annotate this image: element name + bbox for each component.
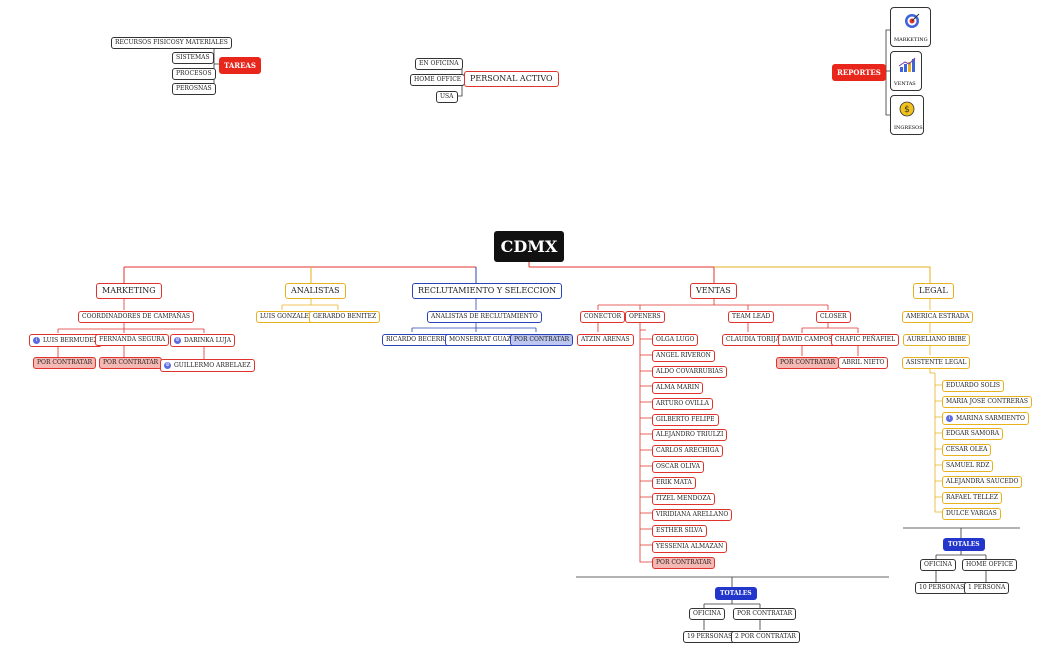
person-node[interactable]: CLAUDIA TORIJA (722, 334, 784, 346)
reportes-tag[interactable]: REPORTES (832, 64, 886, 81)
opener-person-node[interactable]: ARTURO OVILLA (652, 397, 713, 410)
por-contratar-node[interactable]: POR CONTRATAR (510, 334, 574, 346)
tareas-tag[interactable]: TAREAS (219, 57, 261, 74)
marketing-node[interactable]: MARKETING (96, 283, 162, 299)
por-contratar-node[interactable]: POR CONTRATAR (776, 357, 840, 369)
totales-value[interactable]: 10 PERSONAS (915, 582, 969, 594)
legal-person-node[interactable]: CESAR OLEA (942, 444, 992, 456)
totales-item[interactable]: POR CONTRATAR (733, 608, 797, 620)
tareas-item[interactable]: PROCESOS (172, 68, 216, 80)
person-node[interactable]: CHAFIC PEÑAFIEL (831, 334, 900, 346)
totales-item[interactable]: OFICINA (689, 608, 725, 620)
person-icon: i (946, 415, 953, 422)
gear-icon: ⚙ (164, 362, 171, 369)
totales-legal-tag[interactable]: TOTALES (943, 538, 985, 551)
por-contratar-node[interactable]: POR CONTRATAR (33, 357, 97, 369)
tareas-item[interactable]: RECURSOS FISICOSY MATERIALES (111, 37, 232, 49)
openers-node[interactable]: OPENERS (625, 311, 665, 323)
totales-item[interactable]: OFICINA (920, 559, 956, 571)
report-card-marketing[interactable]: MARKETING (890, 7, 931, 47)
person-node[interactable]: RICARDO BECERRA (382, 334, 454, 346)
person-node[interactable]: LUIS GONZALEZ (256, 311, 318, 323)
person-node[interactable]: ⚙GUILLERMO ARBELAEZ (160, 359, 255, 372)
totales-ventas-tag[interactable]: TOTALES (715, 587, 757, 600)
opener-person-node[interactable]: ALDO COVARRUBIAS (652, 365, 727, 378)
opener-person-node[interactable]: OSCAR OLIVA (652, 461, 704, 474)
opener-person-node[interactable]: ITZEL MENDOZA (652, 493, 715, 505)
asistente-legal-node[interactable]: ASISTENTE LEGAL (902, 357, 971, 369)
coordinadores-node[interactable]: COORDINADORES DE CAMPAÑAS (78, 311, 195, 323)
target-icon (905, 13, 920, 28)
ventas-node[interactable]: VENTAS (690, 283, 737, 299)
person-node[interactable]: ⚙DARINKA LUJA (170, 334, 236, 347)
totales-value[interactable]: 19 PERSONAS (683, 631, 737, 643)
report-label: VENTAS (894, 81, 916, 87)
personal-activo-node[interactable]: PERSONAL ACTIVO (464, 71, 559, 87)
person-node[interactable]: GERARDO BENITEZ (309, 311, 381, 323)
svg-text:$: $ (904, 105, 910, 115)
opener-person-node[interactable]: ESTHER SILVA (652, 524, 707, 537)
person-node[interactable]: AMERICA ESTRADA (902, 311, 974, 323)
personal-item[interactable]: HOME OFFICE (410, 74, 466, 86)
person-node[interactable]: MONSERRAT GUAZO (445, 334, 520, 346)
opener-person-node[interactable]: ALMA MARIN (652, 381, 704, 394)
tareas-item[interactable]: SISTEMAS (172, 52, 214, 64)
totales-item[interactable]: HOME OFFICE (962, 559, 1018, 571)
conector-node[interactable]: CONECTOR (580, 311, 626, 323)
report-label: INGRESOS (894, 125, 923, 131)
gear-icon: ⚙ (174, 337, 181, 344)
reclutamiento-node[interactable]: RECLUTAMIENTO Y SELECCION (412, 283, 563, 299)
opener-person-node[interactable]: GILBERTO FELIPE (652, 413, 719, 426)
report-card-ventas[interactable]: VENTAS (890, 51, 922, 91)
personal-item[interactable]: EN OFICINA (415, 58, 463, 70)
por-contratar-node[interactable]: POR CONTRATAR (652, 557, 716, 569)
bar-chart-icon (898, 57, 916, 72)
person-node[interactable]: ABRIL NIETO (838, 357, 889, 369)
person-node[interactable]: AURELIANO IBIBE (903, 334, 970, 346)
opener-person-node[interactable]: VIRIDIANA ARELLANO (652, 508, 733, 521)
legal-person-node[interactable]: EDGAR SAMORA (942, 428, 1004, 440)
legal-person-node[interactable]: SAMUEL RDZ (942, 460, 994, 472)
opener-person-node[interactable]: OLGA LUGO (652, 334, 699, 346)
analistas-reclutamiento-node[interactable]: ANALISTAS DE RECLUTAMIENTO (427, 311, 542, 323)
opener-person-node[interactable]: YESSENIA ALMAZAN (652, 540, 728, 553)
opener-person-node[interactable]: ALEJANDRO TRIULZI (652, 429, 728, 442)
personal-item[interactable]: USA (436, 91, 458, 103)
root-node[interactable]: CDMX (494, 231, 564, 262)
opener-person-node[interactable]: ANGEL RIVERON (652, 349, 715, 362)
legal-person-node[interactable]: DULCE VARGAS (942, 508, 1001, 520)
report-label: MARKETING (894, 37, 928, 43)
totales-value[interactable]: 2 POR CONTRATAR (731, 631, 800, 643)
legal-person-node[interactable]: MARIA JOSE CONTRERAS (942, 396, 1032, 408)
person-icon: i (33, 337, 40, 344)
legal-node[interactable]: LEGAL (913, 283, 954, 299)
person-node[interactable]: DAVID CAMPOS (778, 334, 837, 346)
legal-person-node[interactable]: RAFAEL TELLEZ (942, 492, 1002, 504)
report-card-ingresos[interactable]: $ INGRESOS (890, 95, 924, 135)
person-node[interactable]: FERNANDA SEGURA (95, 334, 170, 346)
person-node[interactable]: ATZIN ARENAS (577, 334, 634, 346)
closer-node[interactable]: CLOSER (816, 311, 851, 323)
por-contratar-node[interactable]: POR CONTRATAR (99, 357, 163, 369)
opener-person-node[interactable]: CARLOS ARECHIGA (652, 445, 723, 458)
analistas-node[interactable]: ANALISTAS (285, 283, 346, 299)
tareas-item[interactable]: PEROSNAS (172, 83, 216, 95)
legal-person-node[interactable]: EDUARDO SOLIS (942, 380, 1005, 392)
team-lead-node[interactable]: TEAM LEAD (728, 311, 775, 323)
legal-person-node[interactable]: ALEJANDRA SAUCEDO (942, 476, 1023, 488)
coin-icon: $ (899, 101, 915, 117)
opener-person-node[interactable]: ERIK MATA (652, 477, 696, 490)
totales-value[interactable]: 1 PERSONA (964, 582, 1010, 594)
